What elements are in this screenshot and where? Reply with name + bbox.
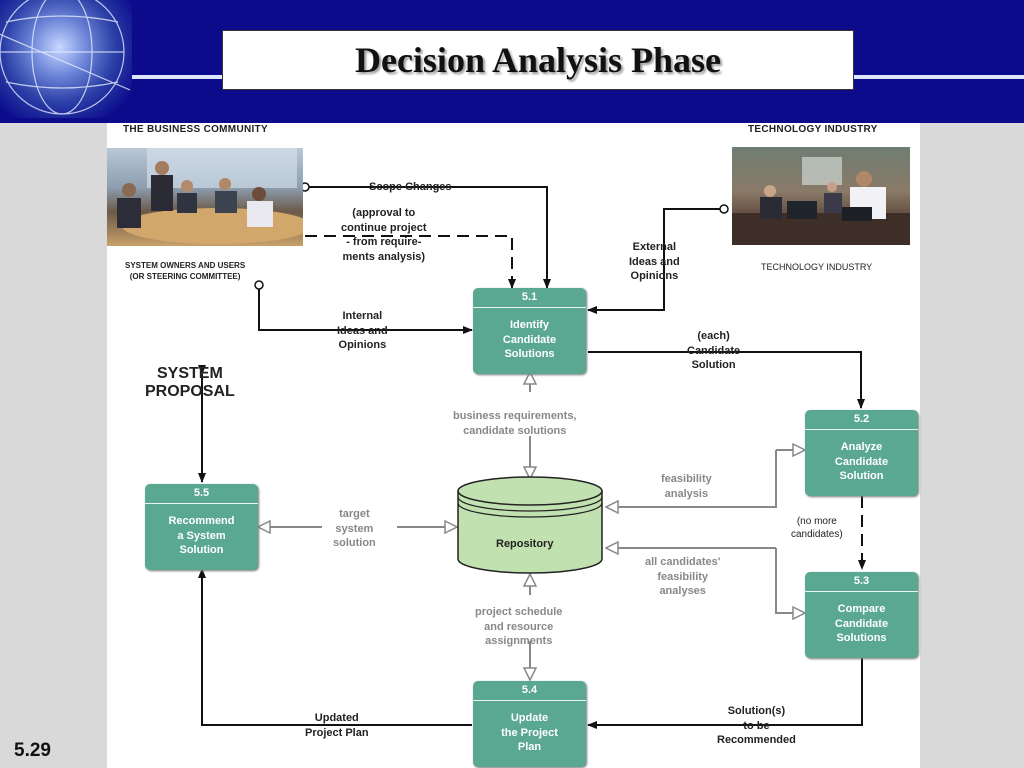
flow-solutions-recommended: Solution(s) to be Recommended bbox=[717, 704, 796, 748]
entity-owners-line2: (OR STEERING COMMITTEE) bbox=[129, 272, 241, 281]
process-divider bbox=[805, 591, 918, 592]
process-divider bbox=[145, 503, 258, 504]
entity-owners-line1: SYSTEM OWNERS AND USERS bbox=[125, 261, 246, 270]
repository-label: Repository bbox=[496, 538, 554, 550]
title-box: Decision Analysis Phase bbox=[222, 30, 854, 90]
flow-external-line: Opinions bbox=[630, 270, 679, 282]
process-id: 5.4 bbox=[521, 684, 538, 696]
process-divider bbox=[473, 307, 586, 308]
process-id: 5.3 bbox=[853, 575, 870, 587]
flow-internal-line: Internal bbox=[342, 310, 383, 322]
flow-project-schedule-line: assignments bbox=[485, 635, 553, 647]
business-meeting-photo bbox=[107, 148, 303, 246]
flow-feasibility-line: analysis bbox=[664, 487, 709, 500]
flow-approval-line: (approval to bbox=[352, 207, 416, 219]
flow-candidate-line: Candidate bbox=[687, 344, 741, 357]
flow-project-schedule: project schedule and resource assignment… bbox=[475, 605, 562, 649]
dfd-diagram: THE BUSINESS COMMUNITY TECHNOLOGY INDUST… bbox=[107, 123, 920, 768]
flow-feasibility-analysis: feasibility analysis bbox=[661, 472, 712, 501]
flow-feasibility-line: feasibility bbox=[661, 473, 712, 485]
process-5-1-identify: 5.1 Identify Candidate Solutions bbox=[473, 288, 586, 374]
technology-meeting-photo bbox=[732, 147, 910, 245]
flow-project-schedule-line: and resource bbox=[484, 620, 554, 633]
flow-updated-plan-line: Project Plan bbox=[305, 726, 369, 739]
flow-internal-ideas: Internal Ideas and Opinions bbox=[337, 309, 388, 353]
flow-no-more-line: candidates) bbox=[791, 529, 843, 540]
process-name: Recommend a System Solution bbox=[168, 515, 235, 556]
flow-candidate-line: (each) bbox=[697, 330, 730, 342]
slide-header: Decision Analysis Phase bbox=[0, 0, 1024, 123]
flow-solutions-rec-line: Solution(s) bbox=[727, 705, 786, 717]
flow-external-ideas: External Ideas and Opinions bbox=[629, 240, 680, 284]
flow-system-proposal: SYSTEM PROPOSAL bbox=[145, 365, 235, 401]
flow-all-candidates-line: all candidates' bbox=[645, 556, 721, 568]
flow-approval-line: - from require- bbox=[346, 236, 422, 248]
flow-approval-line: ments analysis) bbox=[342, 250, 426, 263]
flow-project-schedule-line: project schedule bbox=[475, 606, 563, 618]
flow-business-req-line: business requirements, bbox=[453, 410, 577, 422]
flow-system-proposal-line: PROPOSAL bbox=[145, 383, 235, 400]
flow-no-more-line: (no more bbox=[796, 516, 837, 527]
flow-candidate-solution: (each) Candidate Solution bbox=[687, 329, 740, 373]
repository-cylinder bbox=[457, 476, 603, 574]
flow-no-more-candidates: (no more candidates) bbox=[791, 515, 843, 541]
flow-all-candidates-line: feasibility bbox=[657, 570, 709, 583]
flow-target-line: target bbox=[339, 508, 370, 520]
process-id: 5.1 bbox=[521, 291, 538, 303]
flow-all-candidates: all candidates' feasibility analyses bbox=[645, 555, 720, 599]
process-name: Analyze Candidate Solution bbox=[834, 441, 889, 482]
flow-target-line: system bbox=[335, 522, 374, 535]
flow-external-line: Ideas and bbox=[629, 255, 680, 268]
flow-all-candidates-line: analyses bbox=[659, 585, 706, 597]
flow-updated-project-plan: Updated Project Plan bbox=[305, 711, 369, 740]
flow-target-system: target system solution bbox=[333, 507, 376, 551]
flow-updated-plan-line: Updated bbox=[314, 712, 359, 724]
process-5-5-recommend: 5.5 Recommend a System Solution bbox=[145, 484, 258, 570]
process-id: 5.2 bbox=[853, 413, 870, 425]
flow-approval: (approval to continue project - from req… bbox=[341, 206, 427, 264]
process-name: Identify Candidate Solutions bbox=[502, 319, 557, 360]
flow-solutions-rec-line: Recommended bbox=[717, 734, 796, 746]
process-5-3-compare: 5.3 Compare Candidate Solutions bbox=[805, 572, 918, 658]
process-name: Update the Project Plan bbox=[501, 712, 558, 753]
process-id: 5.5 bbox=[193, 487, 210, 499]
technology-industry-label: TECHNOLOGY INDUSTRY bbox=[748, 124, 878, 135]
flow-internal-line: Ideas and bbox=[337, 324, 388, 337]
flow-candidate-line: Solution bbox=[691, 359, 736, 371]
process-divider bbox=[805, 429, 918, 430]
business-community-label: THE BUSINESS COMMUNITY bbox=[123, 124, 268, 135]
flow-approval-line: continue project bbox=[341, 221, 427, 234]
page-number: 5.29 bbox=[14, 740, 51, 761]
entity-technology-industry: TECHNOLOGY INDUSTRY bbox=[761, 262, 873, 272]
process-divider bbox=[473, 700, 586, 701]
entity-owners-users: SYSTEM OWNERS AND USERS (OR STEERING COM… bbox=[125, 260, 245, 282]
globe-logo bbox=[0, 0, 132, 118]
process-name: Compare Candidate Solutions bbox=[834, 603, 889, 644]
flow-scope-changes: Scope Changes bbox=[369, 181, 452, 193]
flow-external-line: External bbox=[632, 241, 677, 253]
flow-solutions-rec-line: to be bbox=[743, 719, 770, 732]
flow-internal-line: Opinions bbox=[338, 339, 387, 351]
flow-business-req-line: candidate solutions bbox=[463, 424, 567, 437]
flow-business-requirements: business requirements, candidate solutio… bbox=[453, 409, 577, 438]
slide-title: Decision Analysis Phase bbox=[354, 40, 722, 80]
flow-target-line: solution bbox=[333, 537, 376, 549]
flow-system-proposal-line: SYSTEM bbox=[157, 365, 223, 382]
flow-lines bbox=[198, 182, 866, 729]
process-5-2-analyze: 5.2 Analyze Candidate Solution bbox=[805, 410, 918, 496]
process-5-4-update-plan: 5.4 Update the Project Plan bbox=[473, 681, 586, 767]
